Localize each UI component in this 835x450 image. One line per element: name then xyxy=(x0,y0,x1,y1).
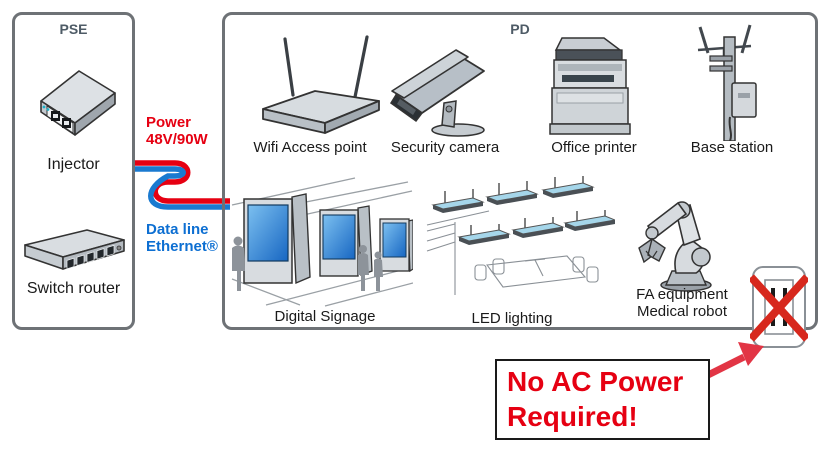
red-x-icon xyxy=(750,274,808,342)
injector-illustration xyxy=(40,70,116,136)
pse-panel: PSE Injector xyxy=(12,12,135,330)
data-line-label: Data line Ethernet® xyxy=(146,221,218,255)
base-station-illustration xyxy=(697,24,757,141)
robot-arm-illustration xyxy=(638,201,712,292)
switch-router-label: Switch router xyxy=(26,280,121,297)
fa-equipment-line1: FA equipment xyxy=(636,286,728,303)
power-label: Power 48V/90W xyxy=(146,114,208,148)
injector-label: Injector xyxy=(47,156,100,173)
pd-panel: PD Wifi Access point Security camera xyxy=(222,12,818,330)
switch-router-illustration xyxy=(24,229,125,270)
data-line1: Data line xyxy=(146,221,209,238)
power-outlet-icon xyxy=(750,266,808,348)
fa-equipment-line2: Medical robot xyxy=(636,303,728,320)
digital-signage-label: Digital Signage xyxy=(274,308,376,325)
led-lighting-illustration xyxy=(426,176,615,295)
digital-signage-illustration xyxy=(231,177,413,307)
security-camera-illustration xyxy=(389,49,485,137)
wifi-access-point-label: Wifi Access point xyxy=(253,139,367,156)
security-camera-label: Security camera xyxy=(390,139,500,156)
office-printer-illustration xyxy=(549,37,631,135)
base-station-label: Base station xyxy=(690,139,774,156)
office-printer-label: Office printer xyxy=(551,139,637,156)
cable-illustration xyxy=(132,160,230,210)
pd-panel-title: PD xyxy=(510,21,530,37)
led-lighting-label: LED lighting xyxy=(471,310,553,327)
power-line1: Power xyxy=(146,114,192,131)
wifi-access-point-illustration xyxy=(262,35,380,134)
power-line2: 48V/90W xyxy=(146,131,208,148)
no-ac-power-callout: No AC Power Required! xyxy=(495,359,710,440)
pse-panel-title: PSE xyxy=(59,21,88,37)
data-line2: Ethernet® xyxy=(146,238,218,255)
callout-line1: No AC Power xyxy=(507,366,684,397)
callout-line2: Required! xyxy=(507,401,638,432)
fa-equipment-label: FA equipment Medical robot xyxy=(607,286,757,320)
